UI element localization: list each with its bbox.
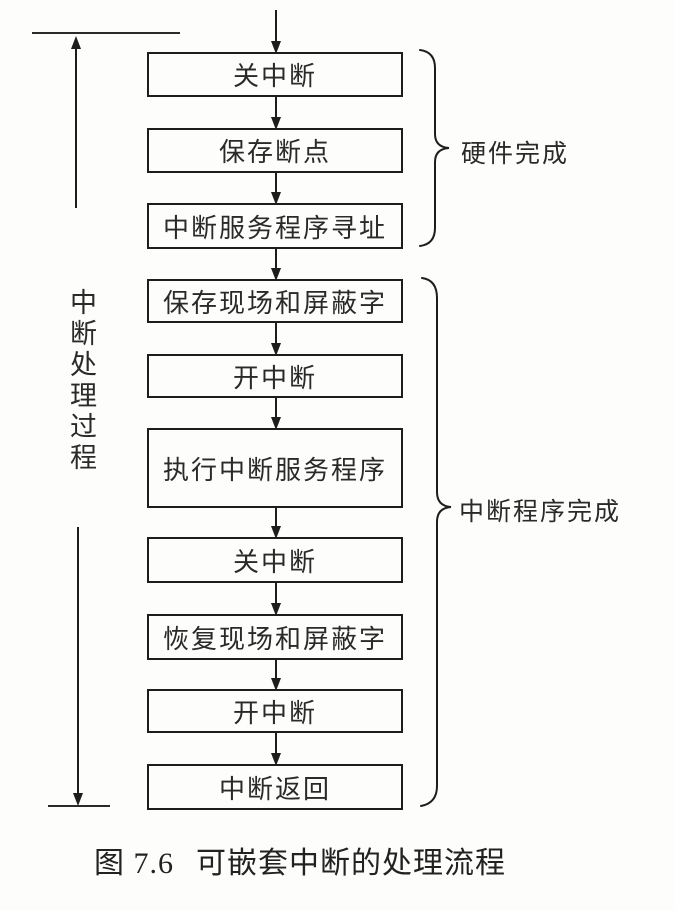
arrowhead-icon: [271, 526, 281, 539]
flow-arrow: [271, 246, 281, 281]
flow-step-box-isr-addressing: 中断服务程序寻址: [147, 203, 403, 249]
figure-title: 可嵌套中断的处理流程: [196, 847, 506, 880]
flow-arrow: [271, 396, 281, 430]
brace-label-interrupt-program: 中断程序完成: [459, 499, 622, 526]
flow-arrow: [271, 321, 281, 356]
arrow-shaft: [75, 46, 77, 208]
flow-arrow: [271, 507, 281, 539]
flow-step-box-restore-context-mask: 恢复现场和屏蔽字: [147, 614, 403, 660]
arrowhead-icon: [271, 268, 281, 281]
flow-arrow: [271, 581, 281, 616]
arrowhead-icon: [271, 753, 281, 766]
brace-hardware-icon: [419, 49, 450, 247]
brace-label-hardware: 硬件完成: [461, 141, 570, 168]
arrowhead-icon: [271, 417, 281, 430]
arrowhead-icon: [271, 343, 281, 356]
flow-step-box-interrupt-return: 中断返回: [147, 764, 403, 810]
arrowhead-icon: [73, 793, 83, 806]
arrowhead-icon: [271, 117, 281, 130]
flow-step-box-save-breakpoint: 保存断点: [147, 128, 403, 173]
figure-caption: 图 7.6 可嵌套中断的处理流程: [0, 838, 600, 882]
flow-arrow: [271, 170, 281, 205]
left-bottom-tick-line: [48, 805, 110, 807]
flow-step-box-disable-interrupt-2: 关中断: [147, 537, 403, 583]
flow-arrow: [271, 731, 281, 766]
flow-step-box-enable-interrupt-2: 开中断: [147, 689, 403, 733]
brace-software-icon: [420, 277, 452, 807]
flow-arrow: [271, 658, 281, 691]
flow-arrow: [271, 10, 281, 54]
arrowhead-icon: [271, 41, 281, 54]
up-arrow-icon: [71, 36, 81, 208]
arrowhead-icon: [271, 678, 281, 691]
arrowhead-icon: [271, 192, 281, 205]
arrowhead-icon: [71, 36, 81, 49]
flow-arrow: [271, 95, 281, 130]
flow-step-box-enable-interrupt-1: 开中断: [147, 354, 403, 398]
flow-step-box-disable-interrupt-1: 关中断: [147, 52, 403, 97]
flow-step-box-execute-isr: 执行中断服务程序: [147, 428, 403, 508]
figure-number: 图 7.6: [94, 847, 174, 880]
left-top-tick-line: [32, 32, 180, 34]
arrow-shaft: [77, 527, 79, 796]
arrowhead-icon: [271, 603, 281, 616]
flow-step-box-save-context-mask: 保存现场和屏蔽字: [147, 279, 403, 323]
left-bracket-label: 中断处理过程: [66, 288, 96, 474]
down-arrow-icon: [73, 527, 83, 806]
